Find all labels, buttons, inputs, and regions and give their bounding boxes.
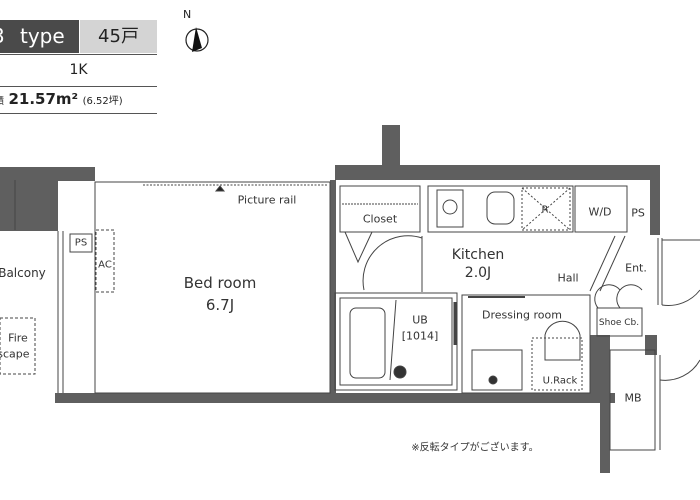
picture-rail-label: Picture rail [237, 193, 297, 207]
divider [0, 86, 157, 87]
area-info: 面積 21.57m² (6.52坪) [0, 90, 123, 108]
reversed-type-note: ※反転タイプがございます。 [411, 442, 539, 454]
kitchen-label: Kitchen [451, 247, 505, 263]
divider [0, 54, 157, 55]
ps-label: PS [74, 237, 88, 249]
type-letter-partial: 3 [0, 20, 5, 53]
bedroom-label: Bed room [183, 274, 257, 292]
entrance-label: Ent. [625, 261, 647, 275]
dressing-room-label: Dressing room [482, 308, 562, 322]
layout-type: 1K [69, 62, 88, 78]
ps-right-label: PS [631, 206, 645, 220]
wd-label: W/D [588, 205, 612, 219]
kitchen-size: 2.0J [464, 265, 492, 281]
area-tsubo: (6.52坪) [82, 96, 123, 107]
divider [0, 113, 157, 114]
balcony-label: Balcony [0, 266, 46, 280]
closet-label: Closet [362, 212, 398, 226]
compass-icon: N [180, 8, 212, 58]
mb-label: MB [624, 391, 642, 405]
refrigerator-label: R [541, 204, 549, 216]
ac-label: AC [98, 259, 112, 271]
u-rack-label: U.Rack [542, 375, 578, 387]
walls [0, 125, 660, 473]
north-label: N [183, 8, 192, 21]
type-label: type [20, 24, 65, 48]
fire-escape-label-1: Fire [8, 331, 28, 345]
bedroom-size: 6.7J [205, 296, 235, 314]
hall-label: Hall [557, 271, 579, 285]
ub-size: [1014] [401, 329, 439, 343]
shoe-closet-label: Shoe Cb. [598, 318, 640, 328]
type-badge: 3 type [0, 20, 79, 53]
ub-label: UB [412, 313, 428, 327]
area-label: 面積 [0, 97, 4, 107]
units-badge: 45戸 [80, 20, 157, 53]
area-value: 21.57m² [8, 90, 79, 108]
